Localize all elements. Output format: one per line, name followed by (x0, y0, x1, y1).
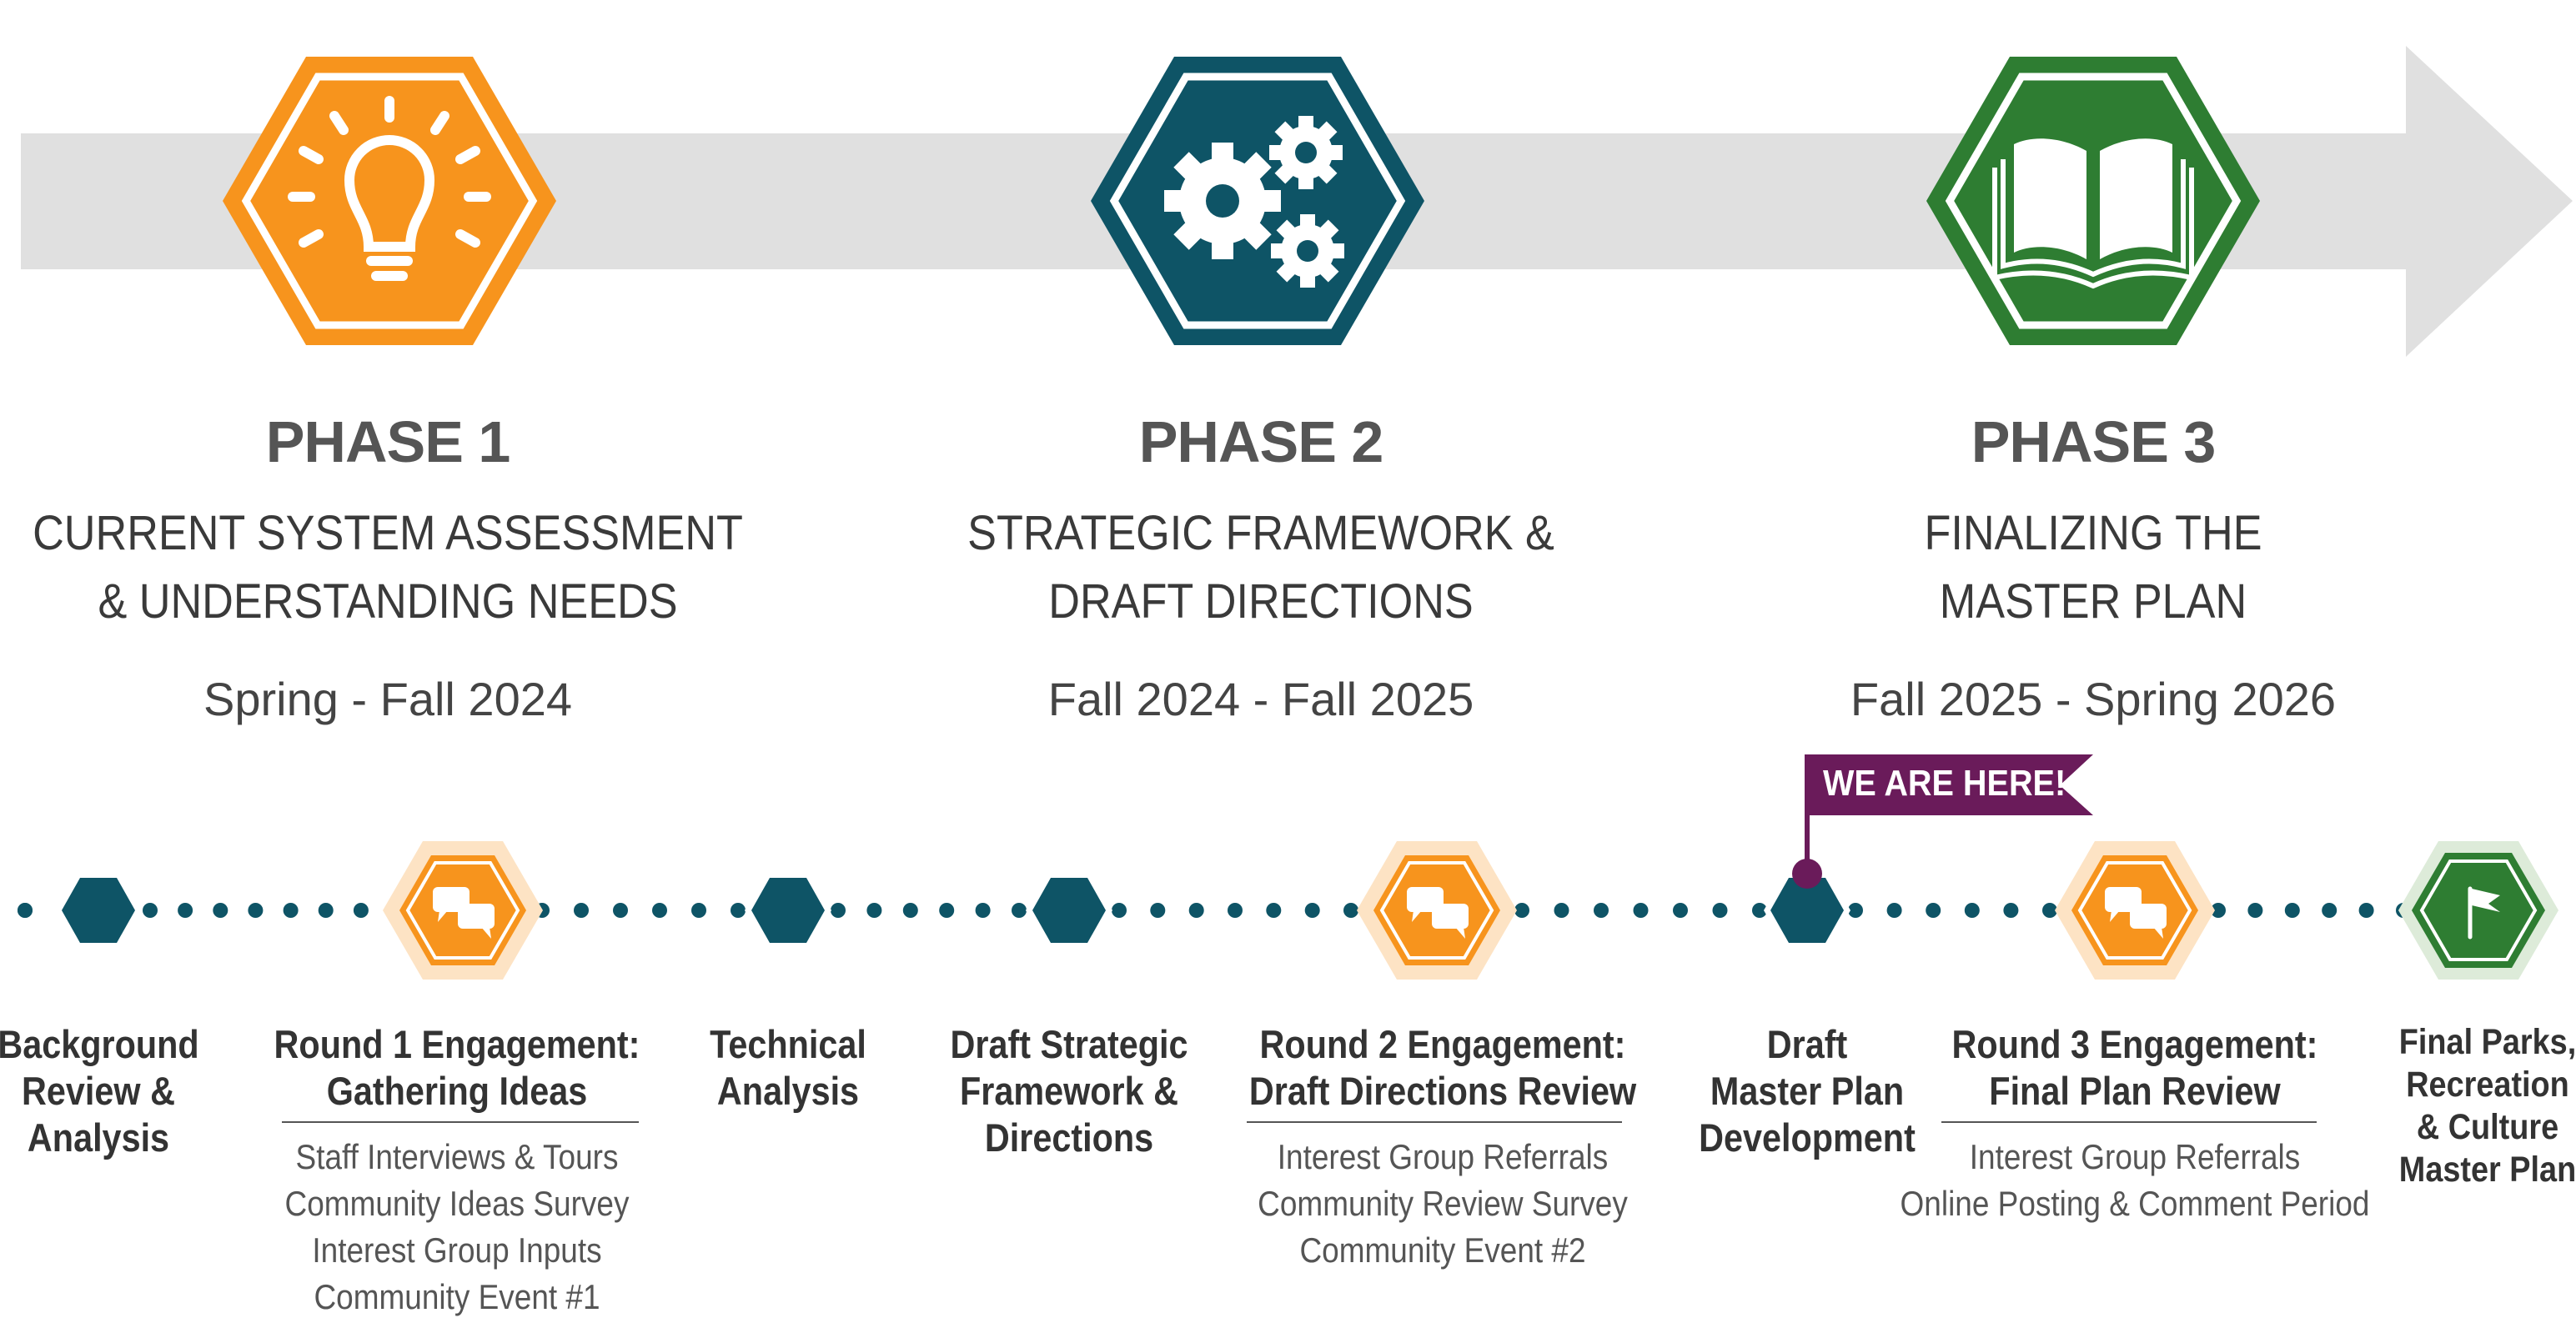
phase-2-subtitle-line-2: DRAFT DIRECTIONS (1048, 574, 1474, 629)
timeline-dot (1012, 903, 1027, 918)
phase-3-title: PHASE 3 (1971, 409, 2217, 474)
timeline-dot (2322, 903, 2337, 918)
timeline-dot (18, 903, 33, 918)
phase-3-subtitle-line-2: MASTER PLAN (1939, 574, 2247, 629)
milestone-marker-technical (745, 873, 831, 948)
timeline-dot (143, 903, 158, 918)
milestone-marker-round3 (2055, 841, 2215, 980)
timeline-dot (1266, 903, 1282, 918)
timeline-dot (866, 903, 882, 918)
milestone-round3-label: Round 3 Engagement: Final Plan Review (1951, 1022, 2318, 1113)
milestone-marker-round1 (383, 841, 543, 980)
timeline-dot (1926, 903, 1941, 918)
milestone-marker-background (55, 873, 142, 948)
timeline-dot (1673, 903, 1688, 918)
timeline-dot (283, 903, 299, 918)
round1-activities: Staff Interviews & Tours Community Ideas… (284, 1137, 630, 1316)
timeline-dot (1752, 903, 1767, 918)
book-icon (1992, 138, 2194, 289)
milestone-background-label: Background Review & Analysis (0, 1022, 199, 1160)
timeline-dot (213, 903, 228, 918)
phase-1-subtitle-line-2: & UNDERSTANDING NEEDS (98, 574, 678, 629)
phase-1-title: PHASE 1 (265, 409, 511, 474)
we-are-here-marker (1792, 754, 2093, 889)
round2-divider (1247, 1121, 1622, 1123)
timeline-dot (574, 903, 589, 918)
timeline-dot (353, 903, 369, 918)
milestone-technical-label: Technical Analysis (710, 1022, 866, 1113)
flag-icon (2468, 886, 2500, 940)
chat-bubbles-icon (2105, 887, 2167, 939)
chat-bubbles-icon (1407, 887, 1469, 939)
phase-2-dates: Fall 2024 - Fall 2025 (1047, 673, 1474, 725)
timeline-dot (2247, 903, 2263, 918)
milestone-marker-draft-master (1764, 873, 1850, 948)
timeline-dot (248, 903, 264, 918)
timeline-dots (18, 903, 2411, 918)
phase-3-subtitle-line-1: FINALIZING THE (1924, 506, 2262, 560)
timeline-dot (2211, 903, 2226, 918)
lightbulb-icon (288, 96, 491, 281)
timeline-dot (902, 903, 918, 918)
round1-divider (282, 1121, 639, 1123)
timeline-dot (1848, 903, 1863, 918)
timeline-dot (2003, 903, 2019, 918)
phase-3-dates: Fall 2025 - Spring 2026 (1850, 673, 2337, 725)
timeline-dot (2358, 903, 2374, 918)
round2-activities: Interest Group Referrals Community Revie… (1258, 1137, 1628, 1270)
timeline-dot (831, 903, 846, 918)
round3-activities: Interest Group Referrals Online Posting … (1900, 1137, 2370, 1223)
timeline-dot (2284, 903, 2300, 918)
gears-icon (1164, 116, 1344, 288)
milestone-final-label: Final Parks, Recreation & Culture Master… (2398, 1022, 2576, 1190)
timeline-dot (613, 903, 628, 918)
timeline-dot (939, 903, 955, 918)
timeline-dot (652, 903, 667, 918)
timeline-dot (1112, 903, 1127, 918)
timeline-dot (1343, 903, 1358, 918)
timeline-dot (2042, 903, 2057, 918)
timeline-dot (1228, 903, 1243, 918)
timeline-dot (1633, 903, 1649, 918)
milestone-marker-round2 (1357, 841, 1517, 980)
timeline-dot (1188, 903, 1204, 918)
milestone-marker-final (2398, 841, 2558, 980)
milestone-round1-label: Round 1 Engagement: Gathering Ideas (274, 1022, 640, 1113)
milestone-round2-label: Round 2 Engagement: Draft Directions Rev… (1248, 1022, 1637, 1113)
phase-3-badge (1926, 57, 2260, 345)
timeline-dot (1554, 903, 1569, 918)
timeline-dot (178, 903, 193, 918)
timeline-dot (1886, 903, 1902, 918)
timeline-dot (731, 903, 746, 918)
phase-1-subtitle-line-1: CURRENT SYSTEM ASSESSMENT (33, 506, 743, 560)
timeline-dot (1594, 903, 1609, 918)
phase-1-badge (223, 57, 556, 345)
timeline-dot (691, 903, 706, 918)
milestone-marker-draft-strategic (1026, 873, 1112, 948)
round3-divider (1941, 1121, 2317, 1123)
timeline-dot (1712, 903, 1728, 918)
milestone-draft-master-label: Draft Master Plan Development (1699, 1022, 1916, 1160)
phase-2-badge (1091, 57, 1424, 345)
timeline-dot (975, 903, 991, 918)
timeline-dot (1964, 903, 1980, 918)
phase-2-title: PHASE 2 (1138, 409, 1384, 474)
timeline-dot (318, 903, 334, 918)
we-are-here-label: WE ARE HERE! (1823, 763, 2066, 804)
timeline-dot (1304, 903, 1320, 918)
milestone-draft-strategic-label: Draft Strategic Framework & Directions (950, 1022, 1188, 1160)
timeline-dot (1150, 903, 1166, 918)
phase-1-dates: Spring - Fall 2024 (203, 673, 573, 725)
chat-bubbles-icon (433, 887, 495, 939)
timeline-dot (1514, 903, 1529, 918)
phase-2-subtitle-line-1: STRATEGIC FRAMEWORK & (967, 506, 1554, 560)
